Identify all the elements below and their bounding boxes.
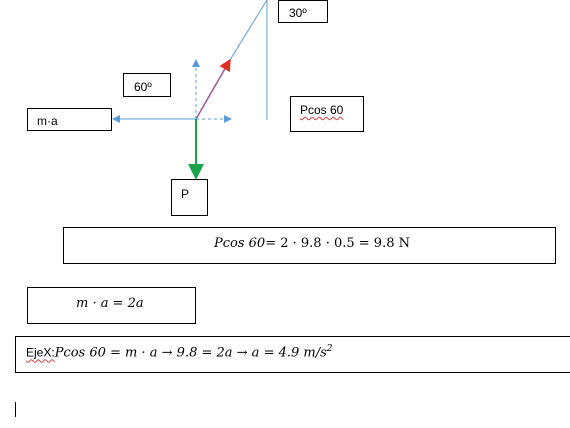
text-cursor xyxy=(15,402,16,417)
angle-30-box: 30º xyxy=(278,0,328,23)
angle-60-label: 60º xyxy=(134,80,152,94)
equation-1: Pcos 60= 2 · 9.8 · 0.5 = 9.8 N xyxy=(214,236,410,251)
incline-line xyxy=(229,0,268,61)
inclined-force-arrow xyxy=(195,58,231,120)
angle-60-box: 60º xyxy=(123,73,171,97)
p-label: P xyxy=(181,187,190,201)
pcos-label: Pcos 60 xyxy=(300,103,344,117)
p-box: P xyxy=(171,179,208,216)
angle-30-label: 30º xyxy=(289,6,307,20)
equation-3-box: EjeX:Pcos 60 = m · a → 9.8 = 2a → a = 4.… xyxy=(15,336,570,373)
ma-label: m·a xyxy=(37,114,58,128)
equation-2-box: m · a = 2a xyxy=(27,287,196,324)
ma-box: m·a xyxy=(27,108,112,131)
equation-3: EjeX:Pcos 60 = m · a → 9.8 = 2a → a = 4.… xyxy=(26,344,333,361)
equation-1-box: Pcos 60= 2 · 9.8 · 0.5 = 9.8 N xyxy=(63,227,556,264)
equation-2: m · a = 2a xyxy=(76,296,144,311)
pcos-box: Pcos 60 xyxy=(290,96,364,132)
